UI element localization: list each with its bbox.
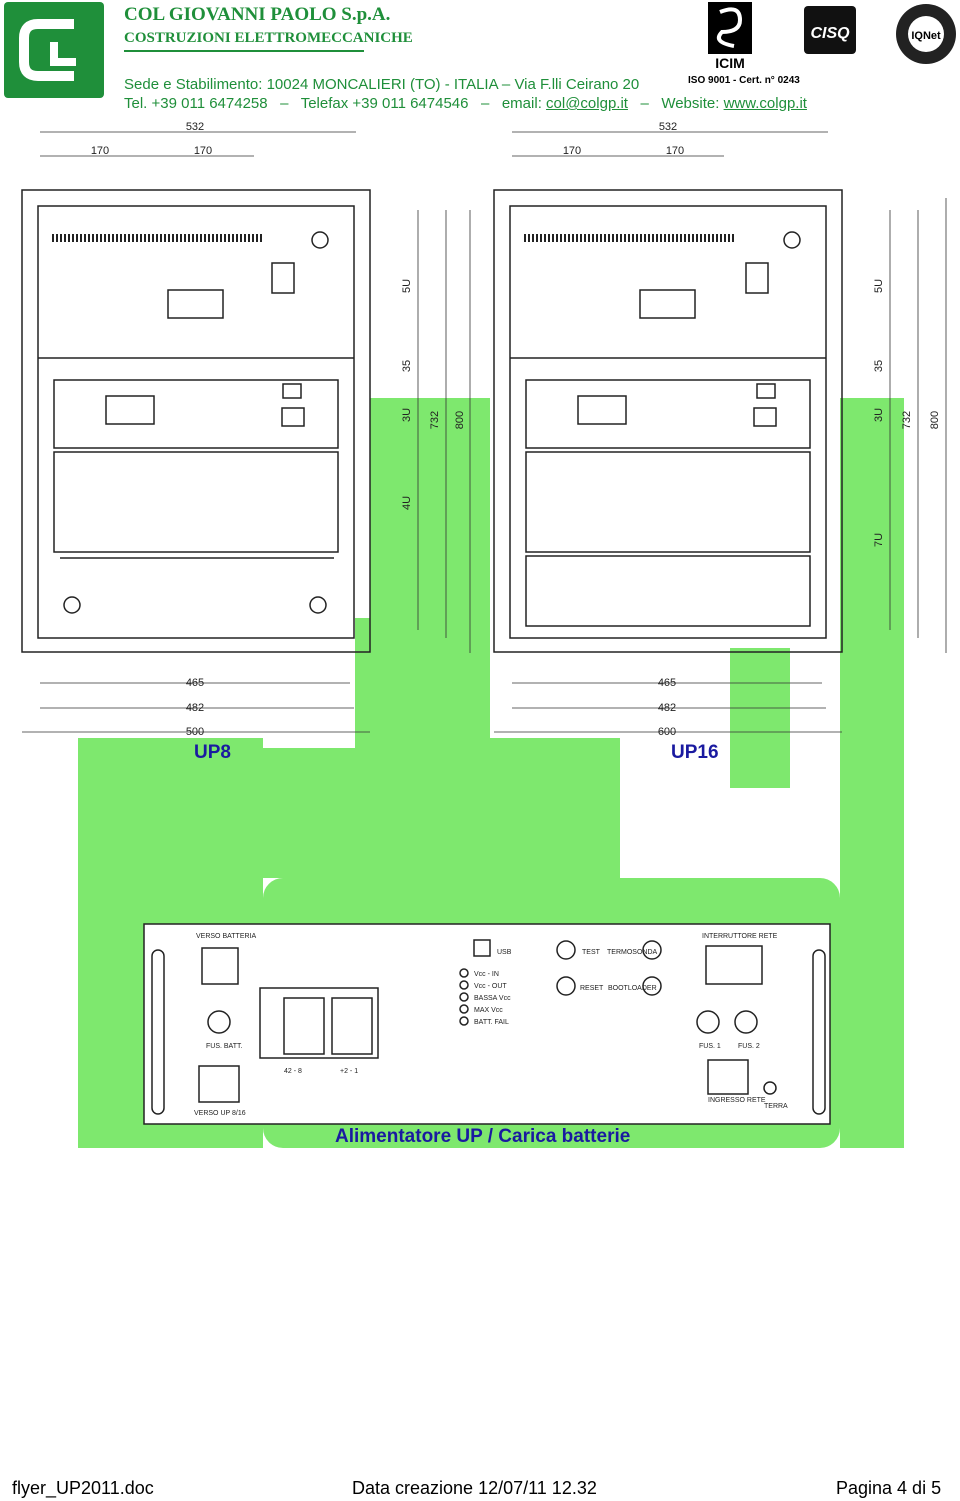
panel-termosonda: TERMOSONDA <box>607 949 658 956</box>
up8-col-b: 170 <box>194 145 212 157</box>
up8-side-800: 800 <box>454 411 466 429</box>
technical-drawing: 532 170 170 465 482 500 5U 35 3U 732 800… <box>21 121 947 1148</box>
panel-reset: RESET <box>580 985 604 992</box>
cisq-logo: CISQ <box>804 6 856 54</box>
up16-dimension-labels: 532 170 170 465 482 600 5U 35 3U 732 800… <box>563 121 941 738</box>
panel-led-5: BATT. FAIL <box>474 1019 509 1026</box>
up16-col-b: 170 <box>666 145 684 157</box>
panel-fus-batt: FUS. BATT. <box>206 1043 242 1050</box>
power-supply-panel <box>143 923 831 1125</box>
up8-width-top: 532 <box>186 121 204 133</box>
panel-led-2: Vcc - OUT <box>474 983 507 990</box>
up16-side-7u: 7U <box>873 533 885 547</box>
panel-test: TEST <box>582 949 601 956</box>
up8-side-732: 732 <box>429 411 441 429</box>
panel-led-3: BASSA Vcc <box>474 995 511 1002</box>
footer-created: Data creazione 12/07/11 12.32 <box>352 1478 597 1498</box>
label-up16: UP16 <box>671 742 719 763</box>
company-logo <box>4 2 104 98</box>
company-address: Sede e Stabilimento: 10024 MONCALIERI (T… <box>124 76 640 93</box>
up8-side-4u: 4U <box>401 496 413 510</box>
up8-w2: 482 <box>186 702 204 714</box>
subtitle-rule <box>124 50 364 52</box>
iqnet-text: IQNet <box>911 30 941 42</box>
panel-terra: TERRA <box>764 1103 788 1110</box>
company-subtitle: COSTRUZIONI ELETTROMECCANICHE <box>124 30 413 46</box>
label-alimentatore: Alimentatore UP / Carica batterie <box>335 1126 631 1147</box>
up8-side-5u: 5U <box>401 279 413 293</box>
up16-side-3u: 3U <box>873 408 885 422</box>
up16-side-800: 800 <box>929 411 941 429</box>
iso-certification: ISO 9001 - Cert. n° 0243 <box>688 75 800 86</box>
up8-col-a: 170 <box>91 145 109 157</box>
panel-out-a: 42 - 8 <box>284 1068 302 1075</box>
website-label: Website: <box>661 95 720 112</box>
email-link[interactable]: col@colgp.it <box>546 95 628 112</box>
up16-w3: 600 <box>658 726 676 738</box>
up8-w3: 500 <box>186 726 204 738</box>
panel-bootloader: BOOTLOADER <box>608 985 657 992</box>
panel-led-1: Vcc - IN <box>474 971 499 978</box>
website-link[interactable]: www.colgp.it <box>723 95 807 112</box>
company-name: COL GIOVANNI PAOLO S.p.A. <box>124 4 391 25</box>
cisq-text: CISQ <box>810 25 850 42</box>
fax: Telefax +39 011 6474546 <box>300 95 469 112</box>
panel-verso-up: VERSO UP 8/16 <box>194 1110 246 1117</box>
up16-w2: 482 <box>658 702 676 714</box>
up16-col-a: 170 <box>563 145 581 157</box>
panel-ingresso-rete: INGRESSO RETE <box>708 1097 766 1104</box>
up8-side-3u: 3U <box>401 408 413 422</box>
panel-led-4: MAX Vcc <box>474 1007 503 1014</box>
up8-cabinet <box>21 189 371 653</box>
up16-w1: 465 <box>658 677 676 689</box>
panel-fus1: FUS. 1 <box>699 1043 721 1050</box>
contact-line: Tel. +39 011 6474258 – Telefax +39 011 6… <box>124 95 807 112</box>
up8-dimension-labels: 532 170 170 465 482 500 5U 35 3U 732 800… <box>91 121 466 738</box>
icim-text: ICIM <box>715 55 745 71</box>
panel-verso-batteria: VERSO BATTERIA <box>196 933 256 940</box>
email-label: email: <box>501 95 542 112</box>
up8-w1: 465 <box>186 677 204 689</box>
up16-side-732: 732 <box>901 411 913 429</box>
panel-fus2: FUS. 2 <box>738 1043 760 1050</box>
up16-side-35: 35 <box>873 360 885 372</box>
up16-dimensions <box>494 131 947 733</box>
label-up8: UP8 <box>194 742 231 763</box>
footer-page: Pagina 4 di 5 <box>836 1478 942 1498</box>
footer-filename: flyer_UP2011.doc <box>12 1478 154 1498</box>
phone: Tel. +39 011 6474258 <box>124 95 268 112</box>
up8-dimensions <box>22 131 471 733</box>
iqnet-logo: IQNet <box>896 4 956 64</box>
up16-cabinet <box>493 189 843 653</box>
up16-width-top: 532 <box>659 121 677 133</box>
panel-usb: USB <box>497 949 512 956</box>
panel-labels: VERSO BATTERIA USB TEST TERMOSONDA INTER… <box>194 933 788 1117</box>
icim-logo: ICIM <box>708 2 752 71</box>
up16-side-5u: 5U <box>873 279 885 293</box>
up8-side-35: 35 <box>401 360 413 372</box>
panel-interruttore-rete: INTERRUTTORE RETE <box>702 933 778 940</box>
panel-out-b: +2 - 1 <box>340 1068 358 1075</box>
